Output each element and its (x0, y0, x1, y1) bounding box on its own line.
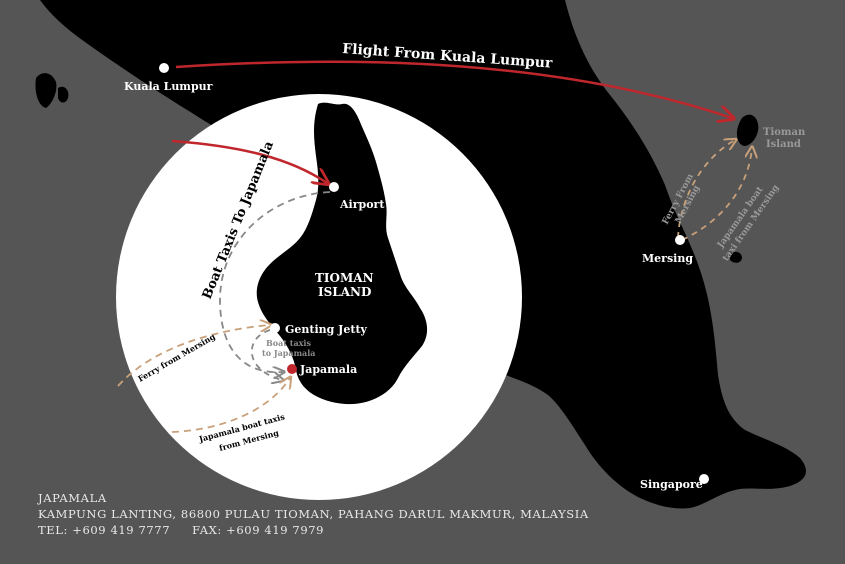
tioman-big-label-2: ISLAND (318, 285, 371, 299)
singapore-island (623, 463, 709, 491)
mersing-marker[interactable] (675, 235, 685, 245)
footer-phones: TEL: +609 419 7777 FAX: +609 419 7979 (38, 522, 589, 538)
kuala-lumpur-marker[interactable] (159, 63, 169, 73)
mersing-label: Mersing (642, 252, 693, 265)
footer-tel: TEL: +609 419 7777 (38, 523, 171, 537)
ferry-route-inset (117, 325, 270, 387)
footer-address: KAMPUNG LANTING, 86800 PULAU TIOMAN, PAH… (38, 507, 589, 521)
boat-taxis-small-label-1: Boat taxis (266, 338, 311, 348)
kuala-lumpur-label: Kuala Lumpur (124, 80, 213, 93)
japamala-boat-route-inset (171, 378, 290, 433)
singapore-label: Singapore (640, 478, 703, 491)
genting-jetty-label: Genting Jetty (285, 323, 368, 336)
japamala-marker[interactable] (287, 364, 297, 374)
island-east-1 (730, 251, 742, 263)
boat-taxis-small-label-2: to Japamala (262, 348, 315, 358)
tioman-big-label-1: TIOMAN (315, 271, 374, 285)
tioman-island-small (736, 114, 759, 146)
island-west-2 (58, 86, 69, 103)
footer-fax: FAX: +609 419 7979 (192, 523, 325, 537)
airport-label: Airport (339, 198, 385, 211)
tioman-small-label-2: Island (766, 139, 801, 150)
boat-taxi-route-long (219, 191, 331, 372)
genting-jetty-marker[interactable] (270, 323, 280, 333)
japamala-label: Japamala (299, 363, 357, 376)
flight-route-line (175, 60, 732, 118)
ferry-route-mersing (677, 140, 735, 239)
airport-marker[interactable] (329, 182, 339, 192)
footer-name: JAPAMALA (38, 491, 107, 505)
footer-contact: JAPAMALA KAMPUNG LANTING, 86800 PULAU TI… (38, 490, 589, 538)
tioman-small-label-1: Tioman (763, 127, 806, 138)
japamala-boat-route-mersing (681, 148, 752, 241)
island-west-1 (35, 73, 57, 108)
flight-route-inset-line (171, 139, 327, 183)
tioman-island-large (256, 102, 428, 405)
singapore-marker[interactable] (699, 474, 709, 484)
